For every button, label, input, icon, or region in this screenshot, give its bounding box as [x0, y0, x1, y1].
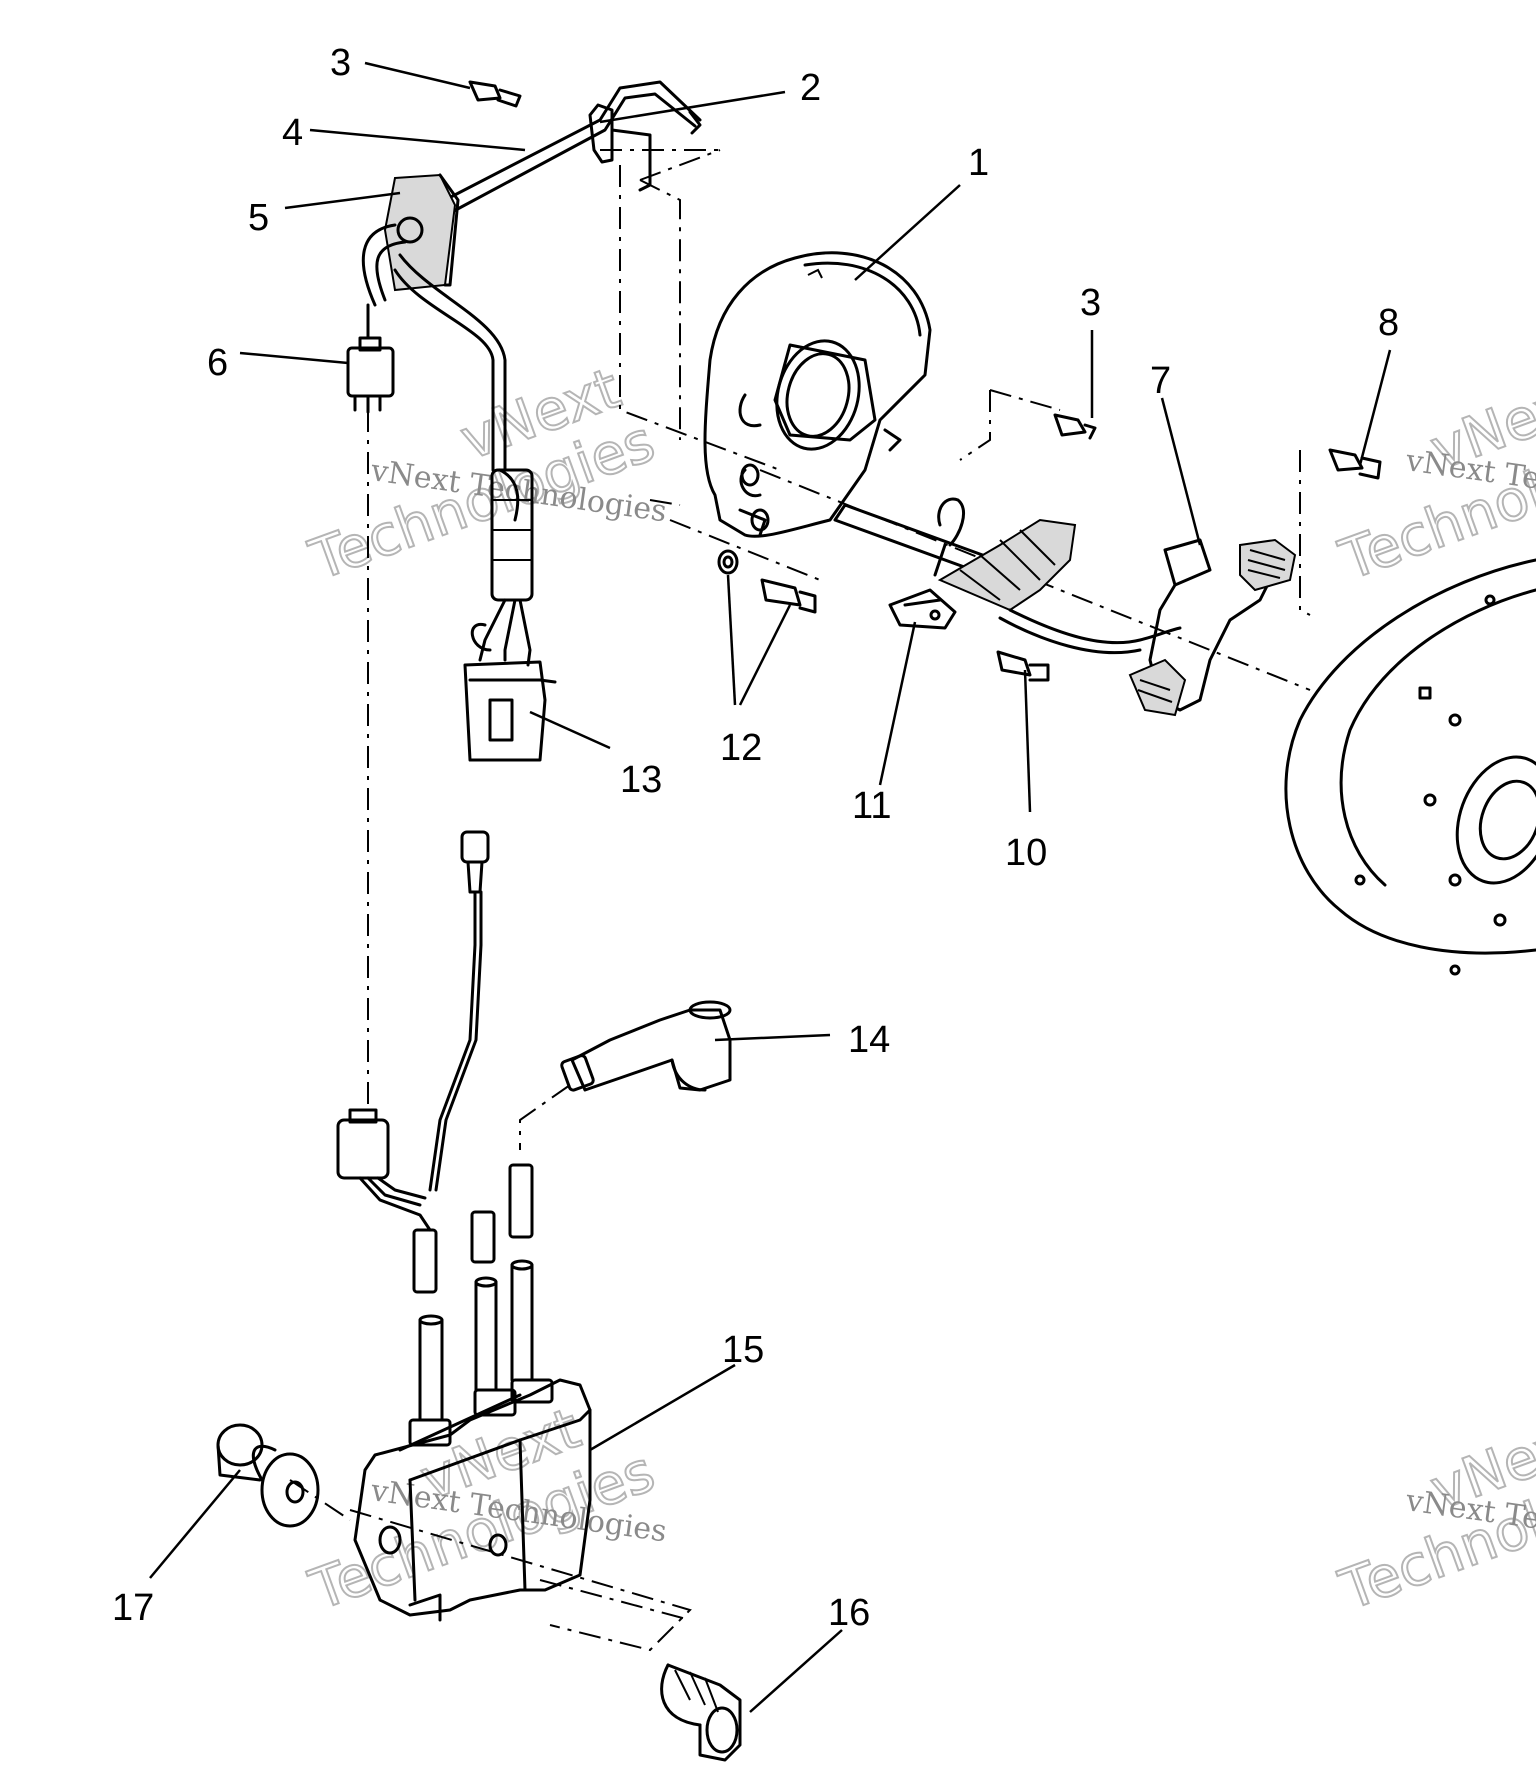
lead-wire — [428, 830, 490, 1192]
grommet-block — [383, 173, 460, 292]
callout-8: 8 — [1378, 302, 1399, 344]
screw-part-8 — [1328, 448, 1382, 480]
washer-screw-part-12 — [717, 549, 817, 614]
bolt-part-16 — [660, 1663, 742, 1762]
callout-17: 17 — [112, 1587, 154, 1629]
callout-15: 15 — [722, 1329, 764, 1371]
callout-16: 16 — [828, 1592, 870, 1634]
callout-labels: 1 2 3 3 4 5 6 7 8 10 11 12 13 14 15 16 1… — [112, 42, 1399, 1634]
wire-harness — [361, 223, 534, 667]
callout-13: 13 — [620, 759, 662, 801]
callout-4: 4 — [282, 112, 303, 154]
screw-part-3-top — [468, 80, 522, 108]
watermark-bottom-left: vNext Technologies vNext Technologies — [301, 1395, 669, 1624]
stator-plate — [703, 251, 932, 538]
callout-5: 5 — [248, 197, 269, 239]
bracket-part-11 — [888, 588, 957, 630]
coil-bracket — [833, 497, 1182, 655]
callout-3-middle: 3 — [1080, 282, 1101, 324]
callout-12: 12 — [720, 727, 762, 769]
wire-tube — [443, 80, 702, 214]
lead-sleeves — [418, 1163, 534, 1422]
clamp — [588, 103, 652, 192]
watermark-right-top: vNext Technologies vNext Technologies — [1331, 365, 1536, 594]
pickup-coil-part-7 — [1128, 538, 1297, 717]
flywheel — [1284, 558, 1536, 976]
screw-part-10 — [996, 650, 1050, 682]
callout-14: 14 — [848, 1019, 890, 1061]
connector-part-6 — [346, 303, 395, 414]
watermark-bottom-right: vNext Technologies vNext Technologies — [1331, 1405, 1536, 1624]
callout-10: 10 — [1005, 832, 1047, 874]
callout-7: 7 — [1150, 360, 1171, 402]
lower-connector — [336, 1108, 438, 1294]
callout-2: 2 — [800, 67, 821, 109]
leader-lines — [149, 61, 1392, 1713]
callout-11: 11 — [852, 785, 891, 827]
spark-plug-cap-part-14 — [560, 1000, 732, 1092]
grommet-part-17 — [216, 1423, 320, 1528]
callout-1: 1 — [968, 142, 989, 184]
ignition-coil-part-15 — [353, 1378, 592, 1622]
connector-part-13 — [463, 660, 557, 762]
watermark-center: vNext Technologies vNext Technologies — [301, 355, 669, 594]
callout-3-top: 3 — [330, 42, 351, 84]
screw-part-3-middle — [1053, 413, 1097, 440]
callout-6: 6 — [207, 342, 228, 384]
